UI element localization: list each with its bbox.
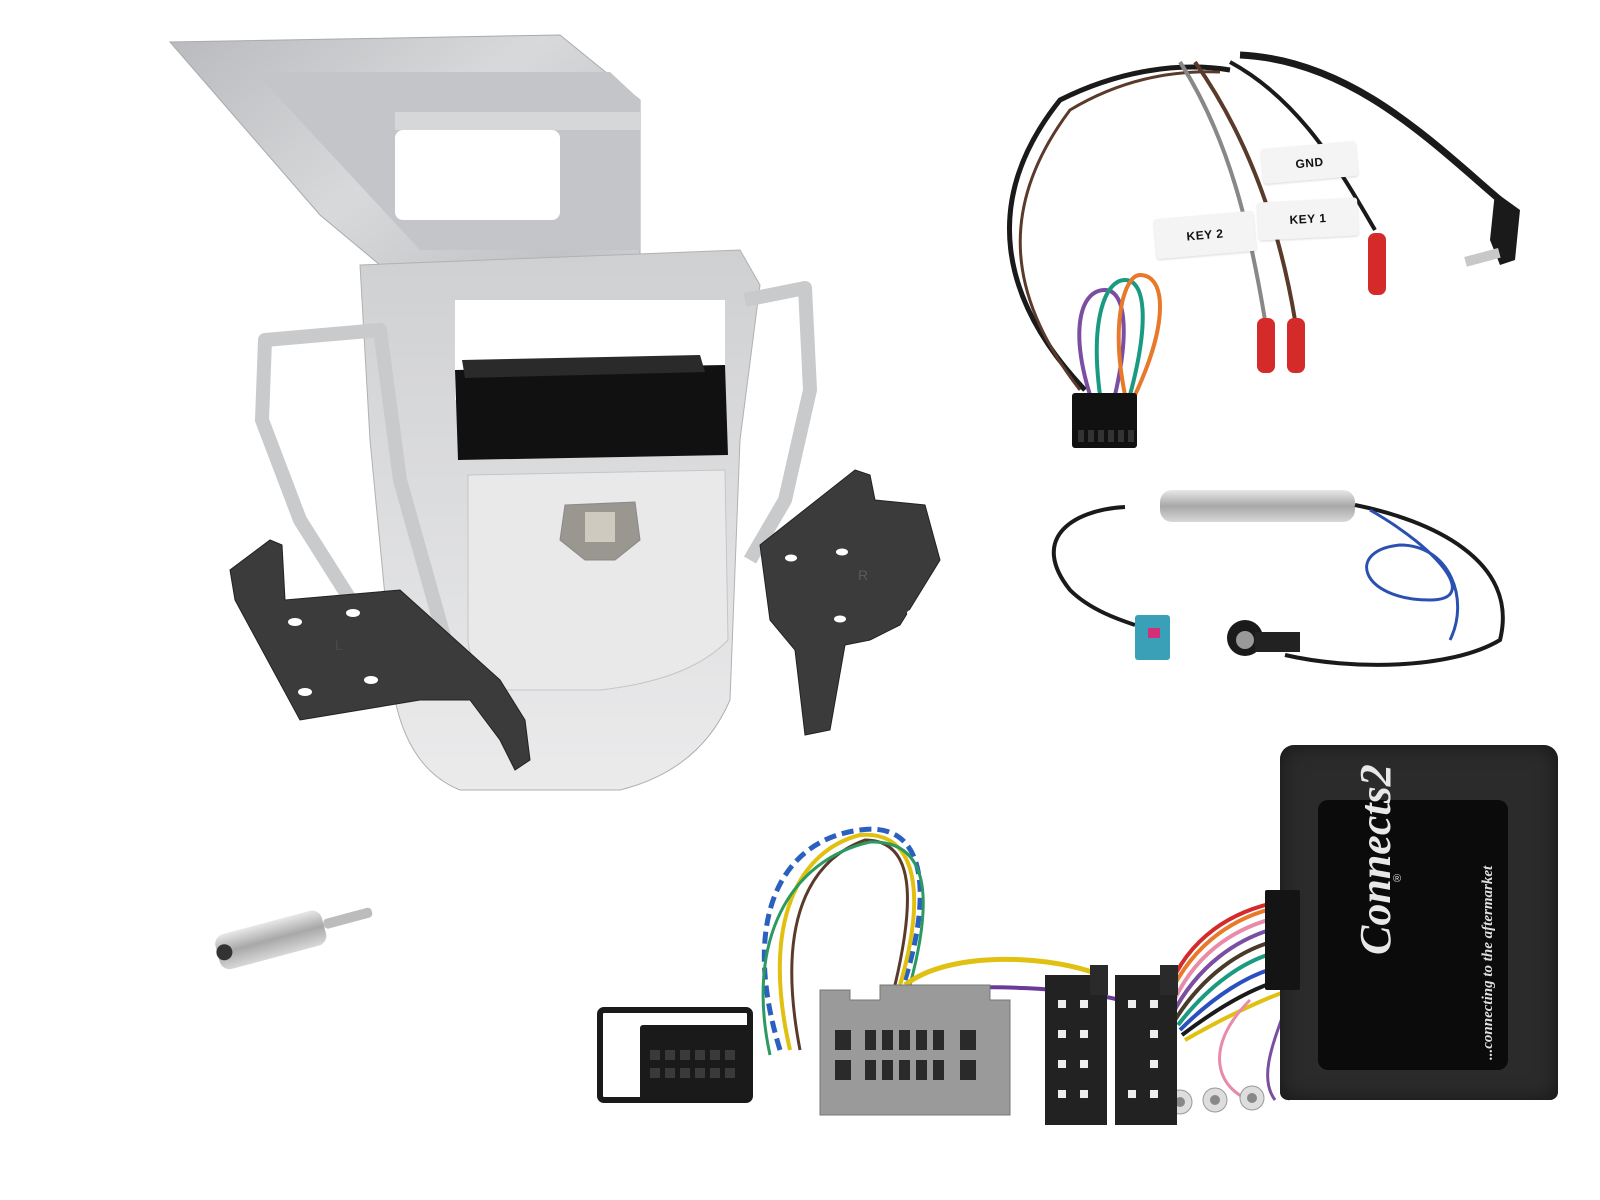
- bracket-right-mark: R: [858, 567, 869, 583]
- module-connector: [1265, 890, 1300, 990]
- module-brand-plate: [1318, 800, 1508, 1070]
- brand-tagline: ...connecting to the aftermarket: [1480, 865, 1496, 1060]
- bracket-left-mark: L: [335, 637, 343, 653]
- registered-mark: ®: [1393, 873, 1402, 885]
- brand-logo: Connects2: [1351, 764, 1400, 955]
